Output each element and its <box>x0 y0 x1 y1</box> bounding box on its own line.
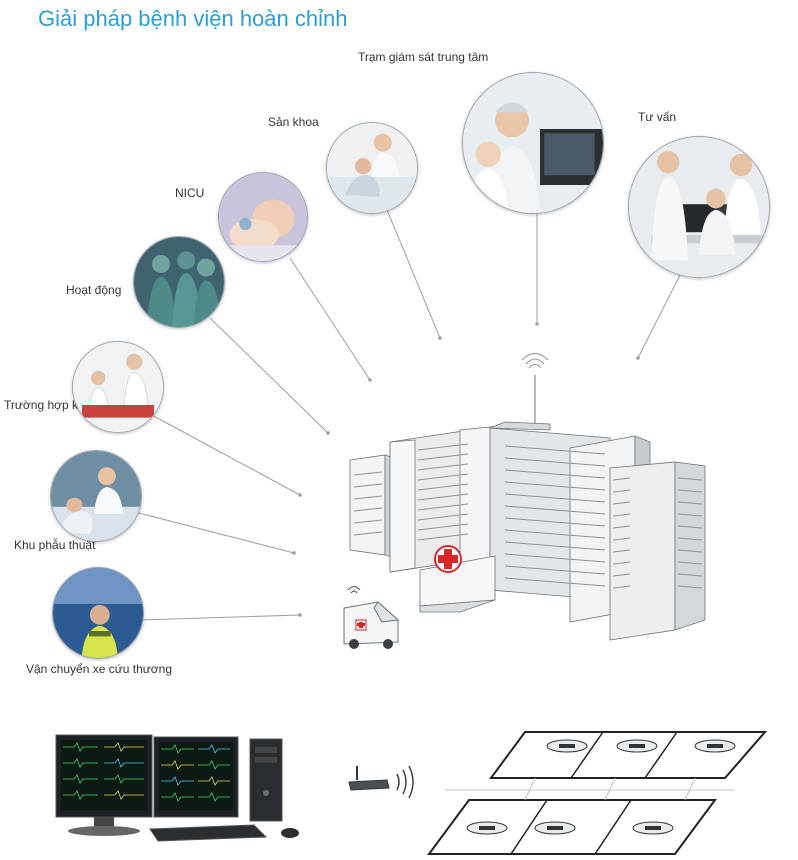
central-monitor-workstation-icon <box>55 734 299 842</box>
label-emergency: Trường hợp k <box>4 398 79 412</box>
hospital-building-icon <box>349 353 706 641</box>
label-consultation: Tư vấn <box>638 110 677 124</box>
emergency-photo-icon <box>72 341 164 433</box>
label-operating: Hoạt động <box>66 283 122 297</box>
ward-floorplan-icon <box>427 731 768 855</box>
label-nicu: NICU <box>175 186 205 200</box>
operating-room-photo-icon <box>133 236 225 328</box>
obstetrics-photo-icon <box>326 122 418 214</box>
ambulance-icon <box>343 586 400 649</box>
page-title: Giải pháp bệnh viện hoàn chỉnh <box>38 6 348 31</box>
ambulance-photo-icon <box>52 567 144 659</box>
newborn-photo-icon <box>218 172 308 262</box>
red-cross-icon <box>434 545 462 573</box>
central-station-photo-icon <box>462 72 604 214</box>
label-ambulance-transport: Vận chuyển xe cứu thương <box>26 662 173 676</box>
label-central-station: Trạm giám sát trung tâm <box>358 50 489 64</box>
label-obstetrics: Sản khoa <box>268 115 319 129</box>
ward-photo-icon <box>50 450 142 542</box>
label-surgical-ward: Khu phẫu thuật <box>14 538 96 552</box>
consultation-photo-icon <box>628 136 770 278</box>
wireless-router-icon <box>348 765 414 799</box>
